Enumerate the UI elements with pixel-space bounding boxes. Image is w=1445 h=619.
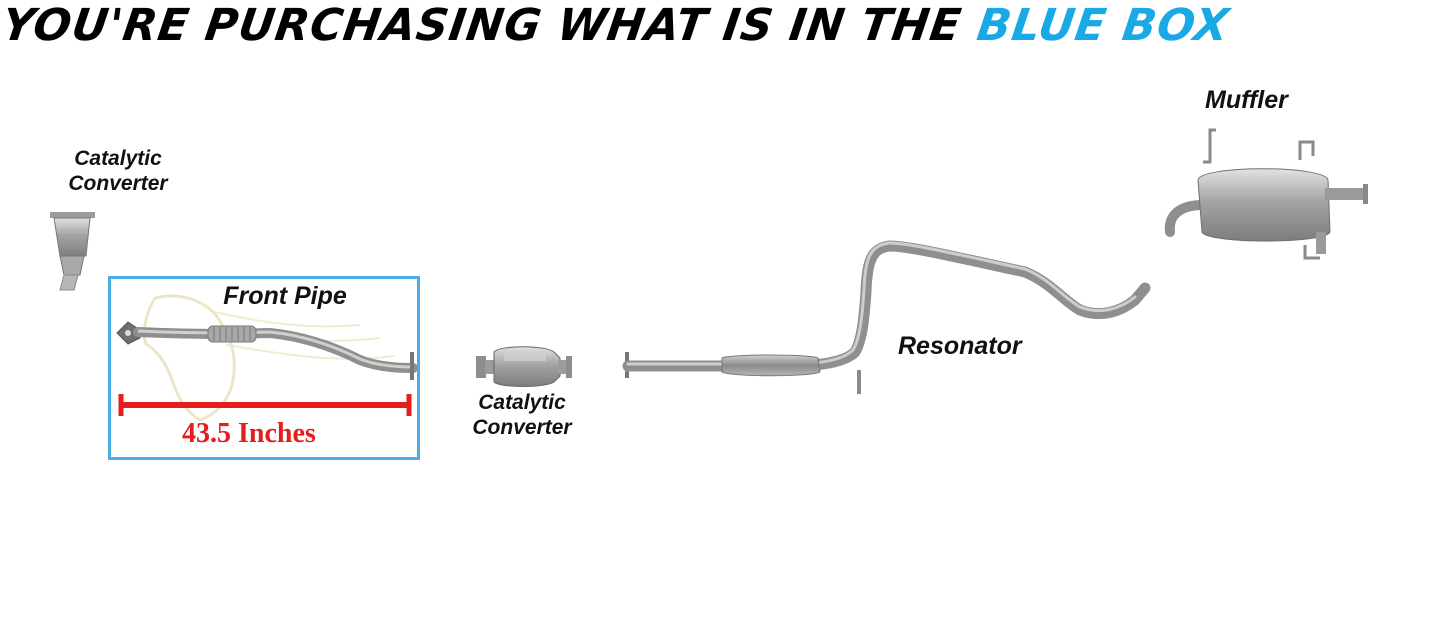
catalytic-converter-middle-line1: Catalytic xyxy=(478,391,566,414)
resonator-label: Resonator xyxy=(898,332,1022,360)
front-pipe-image xyxy=(116,321,418,380)
resonator-pipe-image xyxy=(622,240,1151,394)
catalytic-converter-middle-label: Catalytic Converter xyxy=(448,390,596,440)
catalytic-converter-left-line1: Catalytic xyxy=(74,147,162,170)
catalytic-converter-left-line2: Converter xyxy=(68,172,168,196)
measurement-label: 43.5 Inches xyxy=(182,418,316,449)
muffler-image xyxy=(1164,128,1368,260)
blue-box-highlight xyxy=(108,276,420,460)
muffler-label: Muffler xyxy=(1205,86,1288,114)
catalytic-converter-middle-image xyxy=(476,346,572,387)
dimension-line xyxy=(118,394,412,416)
catalytic-converter-left-label: Catalytic Converter xyxy=(44,146,192,196)
horse-watermark-icon xyxy=(142,294,396,422)
front-pipe-label: Front Pipe xyxy=(223,282,347,310)
catalytic-converter-middle-line2: Converter xyxy=(472,416,572,440)
catalytic-converter-left-image xyxy=(50,212,95,291)
